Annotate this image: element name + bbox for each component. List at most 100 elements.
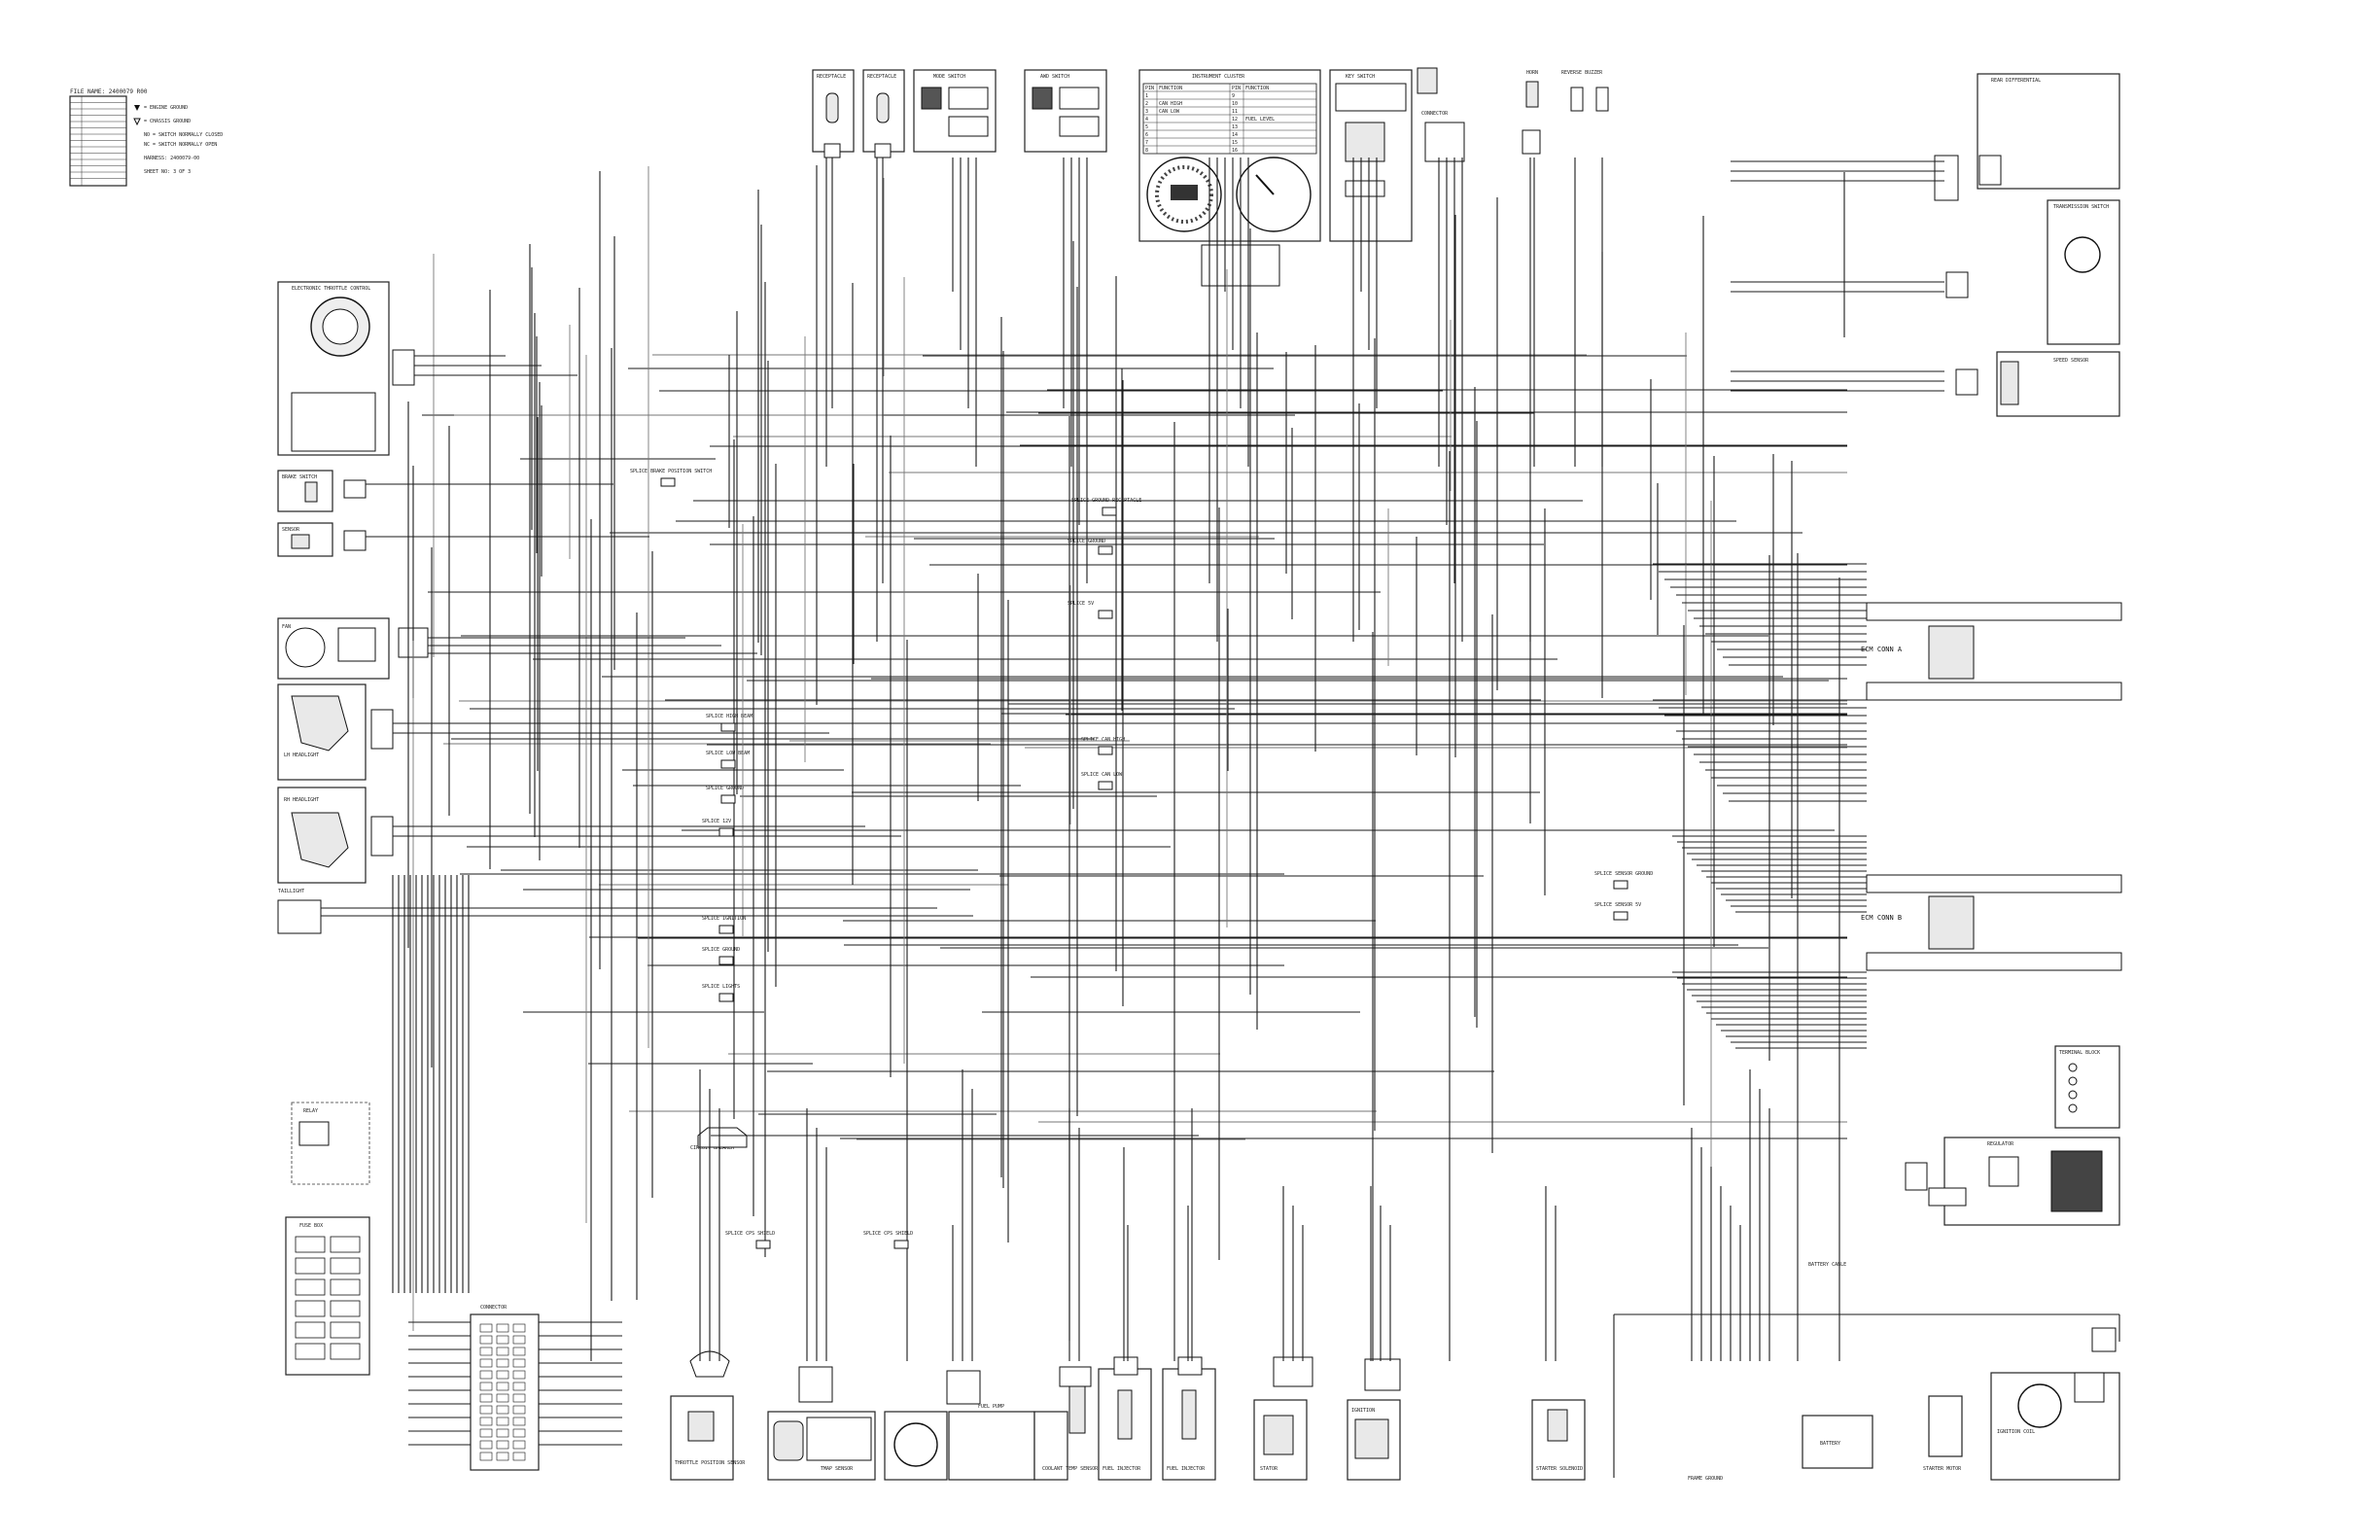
inst-table-header: FUNCTION [1159, 86, 1182, 91]
splice-mark [755, 1240, 771, 1249]
coolant-temp-plug [1059, 1366, 1092, 1387]
mode-switch-box[interactable] [913, 69, 997, 153]
fuse-slot [295, 1343, 326, 1360]
horn-label: HORN [1526, 70, 1538, 76]
splice-label: SPLICE IGNITION [702, 916, 746, 922]
bus-pin [496, 1347, 509, 1356]
terminal-post [2068, 1090, 2078, 1100]
injector-1-icon [1117, 1389, 1133, 1440]
terminal-block-box[interactable] [2054, 1045, 2120, 1129]
fuse-slot [330, 1278, 361, 1296]
splice-mark [1098, 781, 1113, 790]
splice-marks [660, 477, 1628, 1249]
coolant-temp-box[interactable] [1033, 1411, 1068, 1481]
regulator-connector-2 [1928, 1187, 1967, 1207]
inst-table-cell: 13 [1232, 124, 1238, 130]
left-components: ELECTRONIC THROTTLE CONTROL BRAKE SWITCH… [277, 281, 540, 1471]
bus-pin [479, 1452, 493, 1461]
inst-table-header: FUNCTION [1245, 86, 1269, 91]
inst-table-cell: 8 [1145, 148, 1148, 154]
bus-pin [512, 1405, 526, 1415]
ignition-plug [1364, 1358, 1401, 1391]
bus-pin [479, 1335, 493, 1345]
ignition-coil-label: IGNITION COIL [1997, 1429, 2035, 1435]
engine-ground-icon [134, 105, 140, 111]
splice-label: SPLICE BRAKE POSITION SWITCH [630, 469, 712, 474]
mode-switch-connector-2 [948, 116, 989, 137]
bus-pin [512, 1428, 526, 1438]
fuse-slot [295, 1321, 326, 1339]
fuse-slot [330, 1236, 361, 1253]
inst-table-cell: 14 [1232, 132, 1238, 138]
headlight-rh-label: RH HEADLIGHT [284, 797, 319, 803]
battery-box[interactable] [1802, 1415, 1873, 1469]
inst-table-cell: CAN HIGH [1159, 101, 1182, 107]
splice-mark [1102, 507, 1117, 516]
speed-sensor-label: SPEED SENSOR [2053, 358, 2089, 364]
inst-table-cell: 4 [1145, 117, 1148, 122]
speed-sensor-plug [1955, 368, 1978, 396]
bus-pin [496, 1428, 509, 1438]
bus-pin [512, 1452, 526, 1461]
receptacle-1-plug [823, 143, 841, 158]
ecm-a-icon [1928, 625, 1975, 680]
splice-mark [718, 993, 734, 1002]
bus-pin [479, 1382, 493, 1391]
fuel-pump-label: FUEL PUMP [978, 1404, 1004, 1410]
bus-pin [496, 1393, 509, 1403]
receptacle-2-plug [874, 143, 892, 158]
relay-label: RELAY [303, 1108, 318, 1114]
key-switch-plug [1345, 180, 1385, 197]
splice-mark [893, 1240, 909, 1249]
starter-motor-box[interactable] [1928, 1395, 1963, 1457]
injector-1-plug [1113, 1356, 1138, 1376]
fuse-slot [295, 1300, 326, 1317]
bus-connector-grid [479, 1323, 526, 1461]
mode-switch-connector [948, 87, 989, 110]
wire-bundle [321, 158, 2120, 1478]
bus-pin [479, 1323, 493, 1333]
inst-table-cell: 16 [1232, 148, 1238, 154]
fuse-slot [330, 1321, 361, 1339]
speedometer-ticks [1155, 165, 1213, 224]
legend-chassis-ground: = CHASSIS GROUND [144, 119, 191, 124]
inst-table-cell: 12 [1232, 117, 1238, 122]
receptacle-2-icon [876, 92, 890, 123]
splice-mark [720, 722, 736, 732]
throttle-bore-icon [322, 308, 359, 345]
splice-label: SPLICE CPS SHIELD [863, 1231, 913, 1237]
top-components: RECEPTACLE RECEPTACLE MODE SWITCH AWD SW… [812, 67, 1609, 287]
inst-table-cell: CAN LOW [1159, 109, 1180, 115]
fuse-slot [330, 1300, 361, 1317]
taillight-plug[interactable] [277, 899, 322, 934]
bus-pin [496, 1323, 509, 1333]
fan-connector [337, 627, 376, 662]
fuel-pump-icon [893, 1422, 938, 1467]
bus-pin [479, 1417, 493, 1426]
inst-table-header: PIN [1232, 86, 1241, 91]
ecm-a-pin-row-bottom [1866, 682, 2122, 701]
headlight-rh-icon [291, 812, 349, 868]
battery-label: BATTERY [1820, 1441, 1840, 1447]
splice-label: SPLICE GROUND [706, 786, 744, 791]
coolant-temp-icon [1068, 1380, 1086, 1434]
awd-switch-label: AWD SWITCH [1040, 74, 1069, 80]
inst-table-cell: 1 [1145, 93, 1148, 99]
starter-motor-label: STARTER MOTOR [1923, 1466, 1962, 1472]
headlight-rh-plug [370, 816, 394, 857]
awd-switch-box[interactable] [1024, 69, 1107, 153]
tachometer-needle [1255, 174, 1275, 195]
fuse-grid [295, 1236, 361, 1360]
right-components: REAR DIFFERENTIAL TRANSMISSION SWITCH SP… [1861, 73, 2122, 1226]
inst-table-cell: 6 [1145, 132, 1148, 138]
bottom-components: THROTTLE POSITION SENSOR TMAP SENSOR FUE… [670, 1127, 2120, 1482]
splice-mark [718, 925, 734, 934]
bus-pin [512, 1440, 526, 1450]
horn-plug [1522, 129, 1541, 155]
bus-pin [512, 1358, 526, 1368]
injector-2-icon [1181, 1389, 1197, 1440]
splice-mark [1613, 911, 1628, 921]
splice-label: SPLICE CAN HIGH [1081, 737, 1125, 743]
fuel-pump-table[interactable] [948, 1411, 1035, 1481]
